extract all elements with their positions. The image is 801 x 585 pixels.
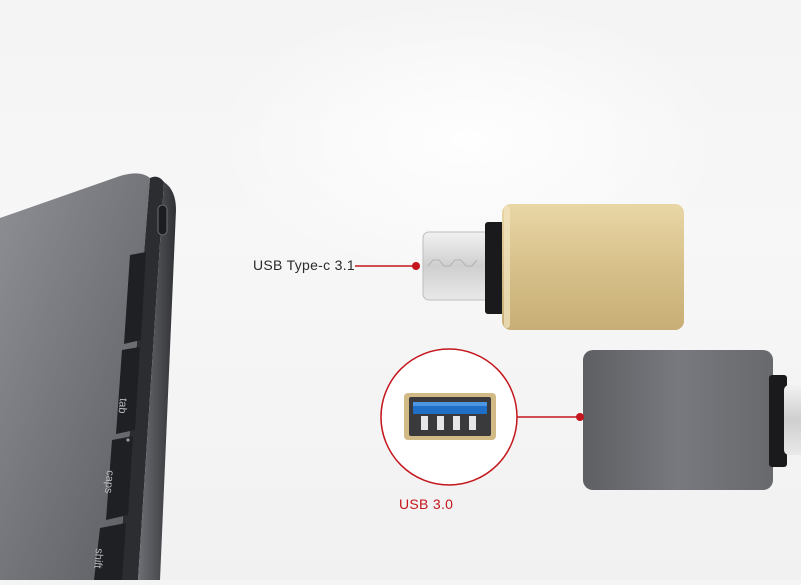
closeup-contact xyxy=(421,416,428,430)
caps-indicator xyxy=(126,438,130,442)
closeup-contact xyxy=(469,416,476,430)
usb-c-plug xyxy=(422,231,492,301)
laptop-edge xyxy=(138,182,176,580)
port-closeup xyxy=(380,348,518,486)
key-label-shift: shift xyxy=(91,548,105,569)
label-usb-3: USB 3.0 xyxy=(399,496,454,512)
laptop xyxy=(0,173,176,580)
key-label-tab: tab xyxy=(116,398,129,414)
laptop-usb-c-port xyxy=(157,204,168,236)
key-caps xyxy=(106,436,133,520)
gray-adapter-plug xyxy=(784,385,801,455)
closeup-tongue-highlight xyxy=(413,402,487,406)
closeup-contact xyxy=(437,416,444,430)
label-usb-type-c: USB Type-c 3.1 xyxy=(253,257,355,273)
adapter-collar xyxy=(485,222,507,314)
usb-c-plug-detail xyxy=(427,259,478,267)
gray-adapter-body xyxy=(583,350,773,490)
key-shift xyxy=(94,523,126,580)
typec-pointer-dot xyxy=(412,262,420,270)
closeup-contact xyxy=(453,416,460,430)
closeup-ring xyxy=(380,348,518,486)
key-label-caps: caps xyxy=(102,470,116,495)
gold-adapter-body xyxy=(502,204,684,330)
gray-adapter-collar xyxy=(769,375,787,467)
key-tab xyxy=(116,347,140,434)
gray-adapter xyxy=(583,350,801,490)
gold-adapter xyxy=(422,204,684,330)
key xyxy=(124,252,146,344)
usb3-pointer-dot xyxy=(576,413,584,421)
gold-adapter-highlight xyxy=(504,206,510,328)
